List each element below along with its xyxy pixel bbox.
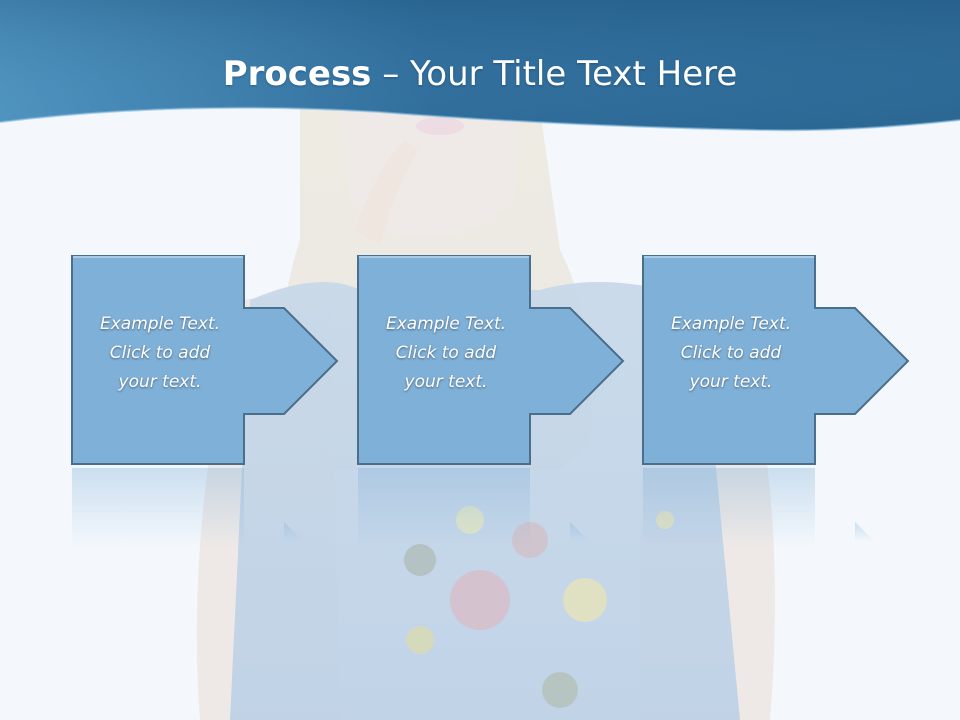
title-bold: Process: [222, 54, 372, 94]
step-text[interactable]: Example Text. Click to add your text.: [76, 310, 244, 397]
title-rest: – Your Title Text Here: [371, 54, 738, 94]
process-step-2[interactable]: Example Text. Click to add your text.: [357, 255, 628, 548]
process-step-1[interactable]: Example Text. Click to add your text.: [71, 255, 342, 548]
step-text-line-3: your text.: [404, 372, 488, 392]
header-band: [0, 0, 960, 132]
step-text[interactable]: Example Text. Click to add your text.: [362, 310, 530, 397]
step-text-line-3: your text.: [689, 372, 773, 392]
step-text-line-1: Example Text.: [385, 314, 507, 334]
step-text-line-1: Example Text.: [99, 314, 221, 334]
step-text-line-2: Click to add: [395, 343, 497, 363]
process-step-3[interactable]: Example Text. Click to add your text.: [642, 255, 913, 548]
box-arrow-shape: [71, 255, 339, 465]
box-arrow-shape: [642, 255, 910, 465]
slide-title[interactable]: Process – Your Title Text Here: [0, 50, 960, 98]
step-text[interactable]: Example Text. Click to add your text.: [647, 310, 815, 397]
step-text-line-1: Example Text.: [670, 314, 792, 334]
step-text-line-3: your text.: [118, 372, 202, 392]
step-text-line-2: Click to add: [109, 343, 211, 363]
box-reflection: [72, 468, 304, 548]
step-text-line-2: Click to add: [680, 343, 782, 363]
box-reflection: [358, 468, 590, 548]
box-arrow-shape: [357, 255, 625, 465]
box-reflection: [643, 468, 875, 548]
